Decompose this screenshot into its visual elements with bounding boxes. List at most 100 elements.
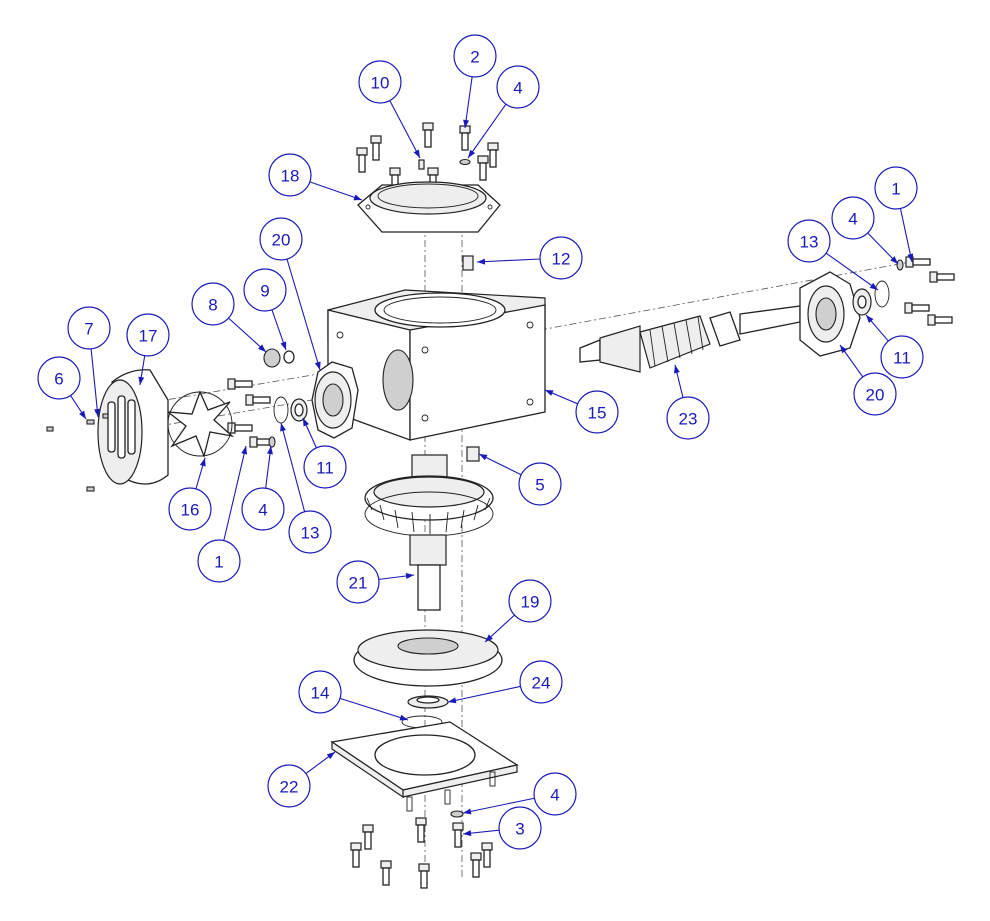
leader-arrow-3 <box>463 830 472 837</box>
right-bearing-cap <box>799 271 861 357</box>
worm-gear-assembly <box>364 454 494 611</box>
callout-leaders <box>70 76 914 837</box>
callout-circle <box>498 806 542 850</box>
callout-11-seal: 11 <box>880 335 924 379</box>
callout-number: 16 <box>181 501 200 520</box>
callout-circle <box>518 462 562 506</box>
callout-19-bottom-cover: 19 <box>508 579 552 623</box>
callout-8-plug: 8 <box>191 282 235 326</box>
leader-arrow-1 <box>907 253 914 262</box>
callout-circle <box>358 60 402 104</box>
bottom-cover <box>353 629 503 687</box>
callout-9-washer: 9 <box>243 268 287 312</box>
leader-arrow-11 <box>303 418 310 427</box>
leader-arrow-21 <box>405 573 414 579</box>
callout-17-fan-cover: 17 <box>126 313 170 357</box>
leader-line-1 <box>899 208 913 263</box>
leader-line-4 <box>467 103 507 159</box>
callout-10-breather: 10 <box>358 60 402 104</box>
worm-shaft <box>579 305 801 373</box>
callout-number: 4 <box>513 79 522 98</box>
leader-line-2 <box>464 76 473 129</box>
callout-number: 20 <box>272 231 291 250</box>
base-plate <box>330 721 519 812</box>
leader-line-18 <box>309 181 363 201</box>
leader-arrow-5 <box>479 454 488 461</box>
callout-23-worm-shaft: 23 <box>666 396 710 440</box>
callout-3-screw: 3 <box>498 806 542 850</box>
callout-20-bearing-cap: 20 <box>259 217 303 261</box>
callout-12-plug: 12 <box>539 236 583 280</box>
callout-4-washer: 4 <box>241 487 285 531</box>
callout-7-screw: 7 <box>67 306 111 350</box>
callout-number: 7 <box>84 320 93 339</box>
callout-number: 1 <box>214 553 223 572</box>
callout-13-retaining-ring: 13 <box>787 219 831 263</box>
cooling-fan <box>165 390 235 459</box>
leader-arrow-12 <box>477 258 486 265</box>
callout-circle <box>197 539 241 583</box>
callout-number: 1 <box>891 180 900 199</box>
leader-arrow-20 <box>840 345 848 354</box>
callout-number: 10 <box>371 74 390 93</box>
callout-number: 24 <box>532 674 551 693</box>
callout-circle <box>508 579 552 623</box>
vent-plug <box>462 255 474 271</box>
callout-15-housing: 15 <box>575 390 619 434</box>
callout-14-o-ring: 14 <box>298 670 342 714</box>
callout-1-screw: 1 <box>197 539 241 583</box>
leader-arrow-7 <box>94 408 101 417</box>
leader-arrow-4 <box>463 808 472 815</box>
left-ring-and-seal <box>273 396 308 424</box>
callout-20-bearing-cap: 20 <box>853 372 897 416</box>
callout-circle <box>496 65 540 109</box>
leader-arrow-6 <box>79 410 86 419</box>
callout-21-worm-gear: 21 <box>336 560 380 604</box>
leader-arrow-10 <box>413 149 420 158</box>
leader-arrow-24 <box>448 697 457 704</box>
callout-number: 6 <box>54 370 63 389</box>
callout-1-screw: 1 <box>874 166 918 210</box>
callout-circle <box>880 335 924 379</box>
callout-circle <box>453 34 497 78</box>
left-bearing-cap <box>311 361 359 439</box>
leader-arrow-22 <box>326 752 335 760</box>
callout-circle <box>168 487 212 531</box>
callout-circle <box>874 166 918 210</box>
callout-number: 4 <box>848 210 857 229</box>
callout-16-fan: 16 <box>168 487 212 531</box>
callout-number: 2 <box>470 48 479 67</box>
drain-plug <box>263 348 295 368</box>
leader-arrow-13 <box>869 282 878 290</box>
leader-line-24 <box>447 685 521 703</box>
callout-number: 22 <box>280 778 299 797</box>
callout-4-washer: 4 <box>831 196 875 240</box>
leader-arrow-19 <box>485 634 493 642</box>
callout-number: 19 <box>521 593 540 612</box>
callout-number: 13 <box>800 233 819 252</box>
callout-circle <box>787 219 831 263</box>
callout-circle <box>303 445 347 489</box>
callout-number: 9 <box>260 282 269 301</box>
bottom-seal <box>401 695 449 729</box>
callout-22-base-plate: 22 <box>267 764 311 808</box>
leader-line-12 <box>476 258 541 263</box>
callout-number: 23 <box>679 410 698 429</box>
callout-number: 20 <box>866 386 885 405</box>
leader-arrow-9 <box>280 341 287 350</box>
callout-number: 11 <box>893 349 911 368</box>
callout-circle <box>126 313 170 357</box>
callout-6-screw: 6 <box>37 356 81 400</box>
leader-line-7 <box>90 348 99 418</box>
callout-circle <box>298 670 342 714</box>
callout-circle <box>67 306 111 350</box>
callout-number: 15 <box>588 404 607 423</box>
callout-circle <box>268 153 312 197</box>
leader-arrow-15 <box>545 390 554 396</box>
leader-arrow-23 <box>673 365 680 374</box>
callout-number: 4 <box>258 501 267 520</box>
leader-arrow-14 <box>399 714 408 721</box>
callout-2-screw: 2 <box>453 34 497 78</box>
